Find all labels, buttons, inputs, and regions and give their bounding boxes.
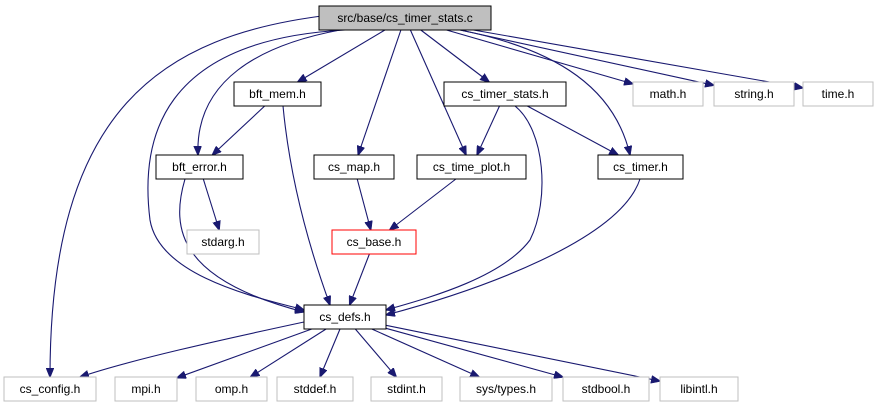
node-box	[416, 154, 527, 180]
node-label: time.h	[822, 87, 855, 101]
edge-cs_map-to-cs_base	[356, 178, 371, 230]
node-label: cs_base.h	[347, 235, 402, 249]
node-box	[597, 154, 684, 180]
node-box	[659, 376, 739, 402]
edge-root-to-cs_defs	[147, 29, 346, 310]
node-label: src/base/cs_timer_stats.c	[337, 11, 472, 25]
node-box	[233, 81, 322, 107]
edge-cs_defs-to-libintl	[385, 324, 660, 381]
node-box	[313, 154, 395, 180]
edge-cs_timer_stats-to-cs_defs	[386, 105, 543, 310]
edge-cs_defs-to-omp	[250, 328, 327, 377]
edge-root-to-cs_config	[50, 14, 331, 377]
node-label: omp.h	[215, 382, 248, 396]
edge-bft_mem-to-bft_error	[212, 105, 266, 155]
node-cs-map[interactable]: cs_map.h	[313, 154, 395, 180]
node-box	[370, 376, 443, 402]
node-label: libintl.h	[680, 382, 717, 396]
node-box	[186, 229, 260, 255]
node-label: stdint.h	[387, 382, 426, 396]
node-stdbool: stdbool.h	[562, 376, 650, 402]
edge-cs_defs-to-cs_config	[80, 321, 305, 377]
node-cs-defs[interactable]: cs_defs.h	[303, 304, 387, 330]
node-box	[562, 376, 650, 402]
node-stdarg: stdarg.h	[186, 229, 260, 255]
node-label: string.h	[734, 87, 773, 101]
edge-root-to-cs_time_plot	[409, 29, 466, 155]
node-box	[802, 81, 874, 107]
node-omp: omp.h	[195, 376, 268, 402]
node-label: mpi.h	[131, 382, 160, 396]
node-label: cs_defs.h	[319, 310, 370, 324]
node-root: src/base/cs_timer_stats.c	[318, 5, 492, 31]
node-box	[459, 376, 553, 402]
edge-layer	[50, 14, 803, 381]
edge-cs_base-to-cs_defs	[350, 253, 370, 305]
node-cs-config: cs_config.h	[3, 376, 97, 402]
edge-cs_timer_stats-to-cs_timer	[527, 105, 618, 155]
node-box	[114, 376, 178, 402]
edge-root-to-bft_error	[198, 29, 341, 155]
edge-cs_defs-to-stdint	[354, 328, 396, 377]
node-cs-timer[interactable]: cs_timer.h	[597, 154, 684, 180]
node-label: cs_map.h	[328, 160, 380, 174]
node-label: bft_error.h	[172, 160, 227, 174]
edge-cs_defs-to-sys_types	[371, 328, 479, 377]
node-stddef: stddef.h	[276, 376, 354, 402]
node-stdint: stdint.h	[370, 376, 443, 402]
node-box	[713, 81, 795, 107]
edge-root-to-cs_map	[358, 29, 402, 155]
edge-cs_timer-to-cs_defs	[386, 178, 641, 315]
edge-cs_time_plot-to-cs_base	[390, 178, 457, 230]
node-label: stdarg.h	[201, 235, 244, 249]
edge-cs_defs-to-stdbool	[385, 327, 563, 377]
node-label: cs_timer_stats.h	[461, 87, 548, 101]
edge-root-to-time	[473, 29, 803, 88]
node-string: string.h	[713, 81, 795, 107]
edge-cs_defs-to-mpi	[177, 328, 312, 378]
edge-cs_defs-to-stddef	[320, 328, 341, 377]
edge-bft_error-to-stdarg	[202, 178, 219, 230]
node-label: cs_time_plot.h	[433, 160, 510, 174]
node-bft-mem[interactable]: bft_mem.h	[233, 81, 322, 107]
node-label: math.h	[650, 87, 687, 101]
node-math: math.h	[632, 81, 704, 107]
node-box	[318, 5, 492, 31]
edge-root-to-math	[446, 29, 634, 84]
node-label: cs_config.h	[20, 382, 81, 396]
node-box	[195, 376, 268, 402]
node-bft-error[interactable]: bft_error.h	[155, 154, 244, 180]
node-label: sys/types.h	[476, 382, 536, 396]
node-box	[3, 376, 97, 402]
node-cs-timer-stats[interactable]: cs_timer_stats.h	[443, 81, 567, 107]
node-box	[303, 304, 387, 330]
edge-root-to-bft_mem	[298, 29, 386, 82]
edge-bft_mem-to-cs_defs	[282, 105, 330, 305]
edge-root-to-cs_timer	[459, 29, 630, 155]
node-cs-base[interactable]: cs_base.h	[331, 229, 417, 255]
node-label: stdbool.h	[582, 382, 631, 396]
node-box	[632, 81, 704, 107]
node-box	[331, 229, 417, 255]
node-cs-time-plot[interactable]: cs_time_plot.h	[416, 154, 527, 180]
edge-root-to-cs_timer_stats	[420, 29, 489, 82]
node-label: bft_mem.h	[249, 87, 306, 101]
node-layer: src/base/cs_timer_stats.c bft_mem.h cs_tim…	[3, 5, 874, 402]
edge-cs_timer_stats-to-cs_time_plot	[477, 105, 500, 155]
node-label: cs_timer.h	[613, 160, 668, 174]
node-libintl: libintl.h	[659, 376, 739, 402]
node-sys-types: sys/types.h	[459, 376, 553, 402]
node-box	[155, 154, 244, 180]
node-time: time.h	[802, 81, 874, 107]
edge-root-to-string	[459, 29, 714, 85]
node-box	[276, 376, 354, 402]
node-box	[443, 81, 567, 107]
node-mpi: mpi.h	[114, 376, 178, 402]
node-label: stddef.h	[294, 382, 337, 396]
